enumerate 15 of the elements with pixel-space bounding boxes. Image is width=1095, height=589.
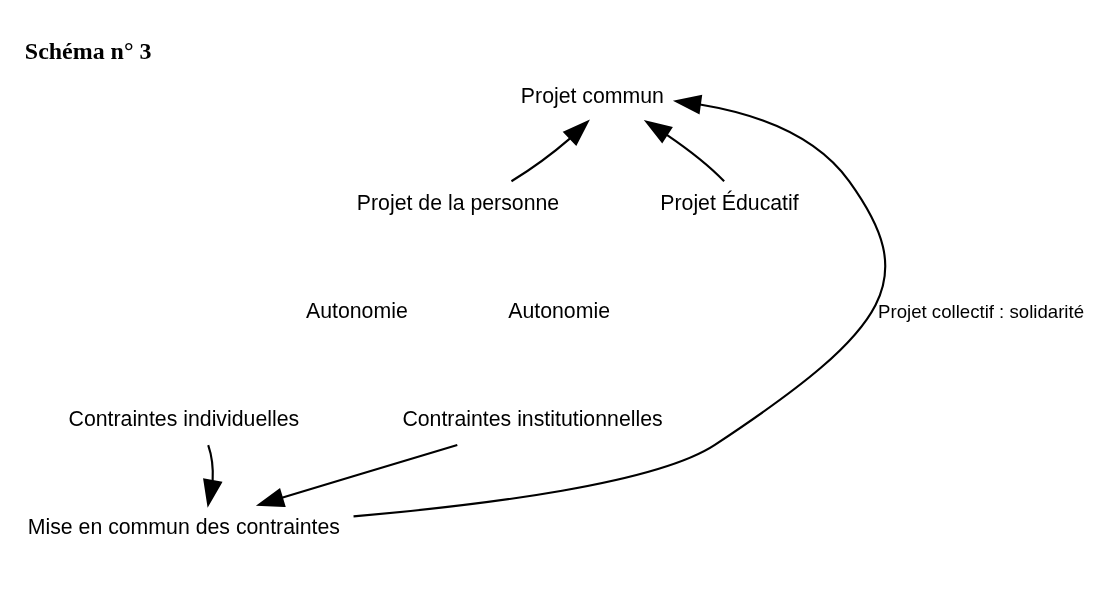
node-text: Contraintes institutionnelles bbox=[402, 406, 663, 431]
node-text: Projet de la personne bbox=[356, 191, 560, 216]
node-text: Projet commun bbox=[520, 83, 664, 108]
edge-label: Projet collectif : solidarité bbox=[878, 301, 1085, 323]
arrow bbox=[203, 444, 223, 508]
node-text: Mise en commun des contraintes bbox=[27, 514, 340, 539]
arrow bbox=[643, 119, 725, 182]
arrow bbox=[255, 443, 458, 507]
label: Autonomie bbox=[305, 299, 408, 324]
label: Autonomie bbox=[508, 299, 611, 324]
arrow bbox=[353, 94, 886, 518]
arrow bbox=[510, 119, 590, 183]
diagram-title: Schéma n° 3 bbox=[24, 38, 152, 65]
node-text: Contraintes individuelles bbox=[68, 406, 300, 431]
node-text: Projet Éducatif bbox=[660, 191, 799, 216]
